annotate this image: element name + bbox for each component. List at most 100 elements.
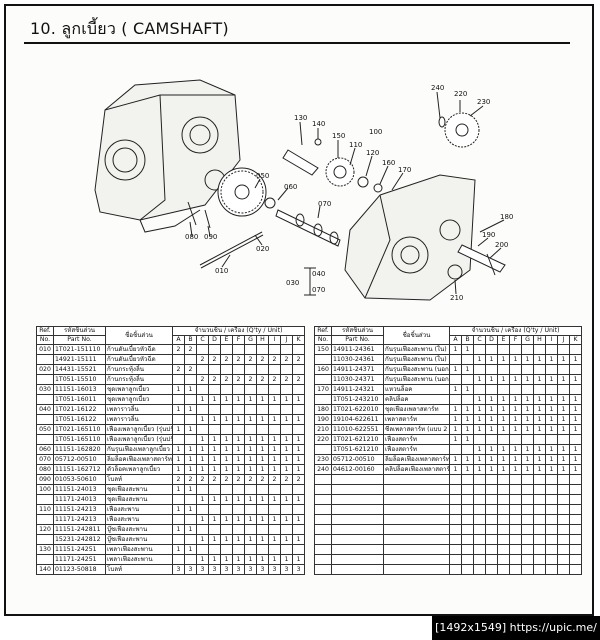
qty-cell bbox=[485, 514, 498, 525]
qty-cell bbox=[568, 534, 583, 545]
part-name bbox=[383, 474, 450, 485]
callout-190: 190 bbox=[482, 231, 496, 239]
qty-cell bbox=[220, 524, 233, 535]
qty-cell: 1 bbox=[220, 434, 233, 445]
qty-cell bbox=[268, 504, 281, 515]
ref-number bbox=[314, 564, 332, 575]
header-col-h: H bbox=[533, 335, 546, 345]
qty-cell bbox=[568, 494, 583, 505]
part-name bbox=[383, 484, 450, 495]
qty-cell: 1 bbox=[196, 534, 209, 545]
qty-cell: 1 bbox=[497, 424, 510, 435]
qty-cell: 1 bbox=[196, 554, 209, 565]
qty-cell: 1 bbox=[449, 364, 462, 375]
qty-cell bbox=[509, 564, 522, 575]
qty-cell: 1 bbox=[497, 414, 510, 425]
qty-cell: 1 bbox=[232, 554, 245, 565]
qty-cell: 1 bbox=[557, 444, 570, 455]
qty-cell bbox=[485, 504, 498, 515]
qty-cell: 1 bbox=[291, 534, 306, 545]
qty-cell: 2 bbox=[280, 474, 293, 485]
callout-120: 120 bbox=[366, 149, 380, 157]
qty-cell bbox=[172, 434, 185, 445]
callout-060: 060 bbox=[284, 183, 298, 191]
qty-cell bbox=[244, 544, 257, 555]
qty-cell bbox=[557, 504, 570, 515]
qty-cell bbox=[485, 494, 498, 505]
qty-cell: 1 bbox=[244, 434, 257, 445]
qty-cell: 1 bbox=[533, 454, 546, 465]
qty-cell: 1 bbox=[268, 414, 281, 425]
part-number bbox=[331, 514, 384, 525]
part-name bbox=[383, 504, 450, 515]
part-name bbox=[383, 544, 450, 555]
qty-cell bbox=[485, 524, 498, 535]
qty-cell bbox=[557, 524, 570, 535]
qty-cell: 1 bbox=[473, 444, 486, 455]
part-number: 1T021-622010 bbox=[331, 404, 384, 415]
part-number: 14921-15111 bbox=[53, 354, 106, 365]
qty-cell: 1 bbox=[568, 374, 583, 385]
callout-240: 240 bbox=[431, 84, 445, 92]
part-name: เฟืองสตาร์ท bbox=[383, 434, 450, 445]
ref-number bbox=[36, 354, 54, 365]
part-number: 11151-162712 bbox=[53, 464, 106, 475]
header-col-c: C bbox=[473, 335, 486, 345]
ref-number bbox=[314, 514, 332, 525]
part-number: 11151-16013 bbox=[53, 384, 106, 395]
qty-cell: 1 bbox=[449, 384, 462, 395]
header-col-e: E bbox=[220, 335, 233, 345]
callout-040: 040 bbox=[312, 270, 326, 278]
part-number: 1T051-16011 bbox=[53, 394, 106, 405]
ref-number bbox=[314, 444, 332, 455]
qty-cell: 1 bbox=[184, 524, 197, 535]
qty-cell bbox=[485, 384, 498, 395]
qty-cell: 1 bbox=[208, 414, 221, 425]
qty-cell bbox=[545, 544, 558, 555]
qty-cell: 3 bbox=[232, 564, 245, 575]
qty-cell: 1 bbox=[568, 414, 583, 425]
qty-cell bbox=[473, 434, 486, 445]
callout-180: 180 bbox=[500, 213, 514, 221]
part-number: 1T051-243210 bbox=[331, 394, 384, 405]
qty-cell: 1 bbox=[184, 454, 197, 465]
parts-table-right: Ref. รหัสชิ้นส่วน ชื่อชิ้นส่วน จำนวนชิ้น… bbox=[314, 326, 583, 575]
part-number: 11171-24013 bbox=[53, 494, 106, 505]
qty-cell: 1 bbox=[461, 364, 474, 375]
qty-cell: 1 bbox=[232, 464, 245, 475]
part-number bbox=[331, 564, 384, 575]
qty-cell: 1 bbox=[557, 454, 570, 465]
qty-cell bbox=[473, 364, 486, 375]
engine-block-drawing bbox=[94, 79, 506, 301]
qty-cell bbox=[568, 344, 583, 355]
part-name: ชุดเพลาลูกเบี้ยว bbox=[105, 384, 173, 395]
qty-cell: 1 bbox=[244, 534, 257, 545]
qty-cell bbox=[280, 484, 293, 495]
qty-cell bbox=[184, 494, 197, 505]
qty-cell bbox=[232, 524, 245, 535]
qty-cell: 1 bbox=[184, 544, 197, 555]
qty-cell bbox=[521, 364, 534, 375]
ref-number bbox=[314, 494, 332, 505]
qty-cell bbox=[533, 554, 546, 565]
qty-cell bbox=[208, 504, 221, 515]
qty-cell bbox=[280, 424, 293, 435]
table-row bbox=[314, 484, 583, 495]
part-number bbox=[331, 494, 384, 505]
qty-cell bbox=[568, 504, 583, 515]
qty-cell: 2 bbox=[268, 374, 281, 385]
part-number: 11151-24251 bbox=[53, 544, 106, 555]
qty-cell bbox=[485, 484, 498, 495]
part-name: ก้านกระทุ้งลิ้น bbox=[105, 364, 173, 375]
part-name: ซีลเพลาสตาร์ท (แบบ 2 ชั้น) bbox=[383, 424, 450, 435]
qty-cell: 1 bbox=[449, 404, 462, 415]
qty-cell: 1 bbox=[196, 514, 209, 525]
qty-cell: 1 bbox=[568, 464, 583, 475]
qty-cell bbox=[509, 484, 522, 495]
qty-cell: 1 bbox=[196, 414, 209, 425]
